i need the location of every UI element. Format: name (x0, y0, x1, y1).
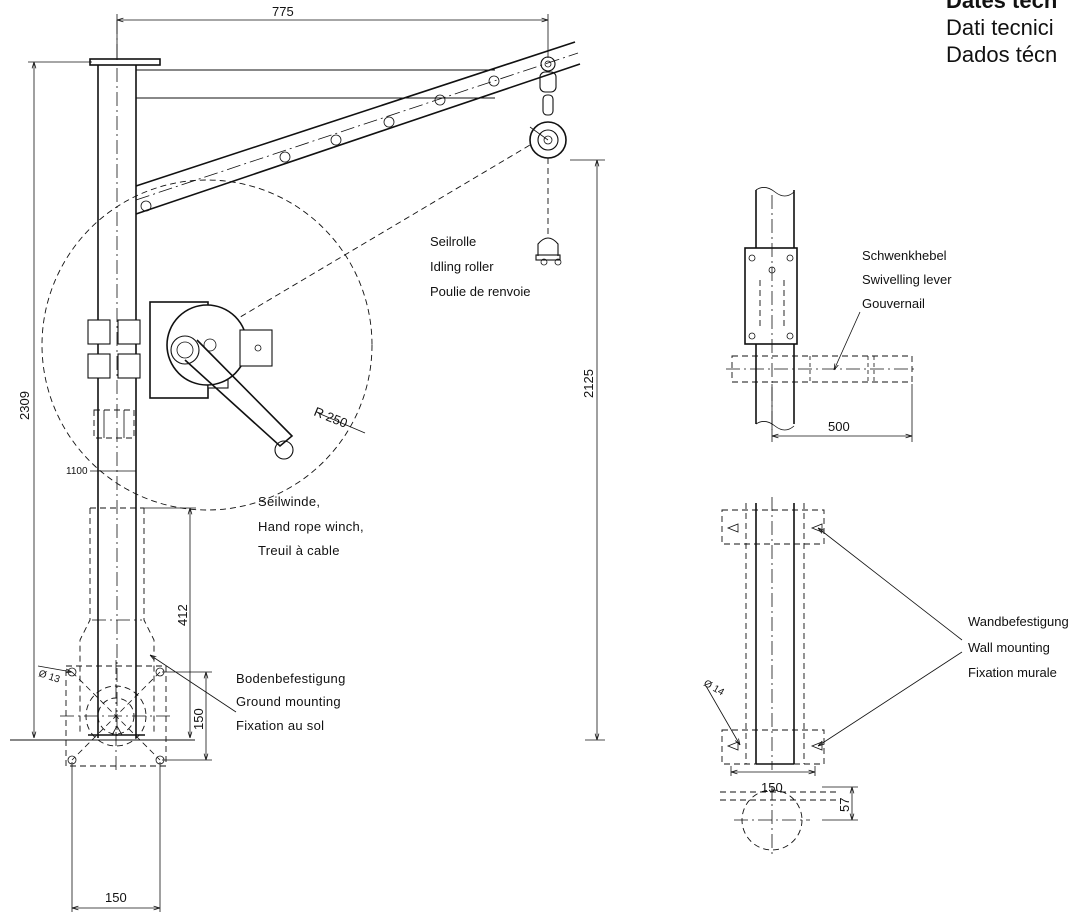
leader-wall-mounting-upper (818, 528, 963, 641)
leader-wall-mounting-lower (818, 651, 963, 746)
wall-mounting-detail: Ø 14 150 Wandbefestigung Wall mounting F… (702, 497, 1069, 795)
boom-upper-edge (135, 41, 576, 187)
svg-text:Wall mounting: Wall mounting (968, 640, 1050, 655)
label-hand-winch: Seilwinde, Hand rope winch, Treuil à cab… (258, 494, 364, 558)
svg-text:Treuil à cable: Treuil à cable (258, 543, 340, 558)
dim-winch-radius: R 250 (312, 404, 350, 431)
label-ground-mounting: Bodenbefestigung Ground mounting Fixatio… (236, 671, 346, 733)
leader-swivelling-lever (834, 311, 861, 370)
svg-text:Schwenkhebel: Schwenkhebel (862, 248, 947, 263)
svg-text:Ground mounting: Ground mounting (236, 694, 341, 709)
title-de: Dates tecn (946, 0, 1058, 13)
dim-wall-hole: Ø 14 (702, 678, 727, 699)
label-idling-roller: Seilrolle Idling roller Poulie de renvoi… (430, 234, 530, 299)
label-wall-mounting: Wandbefestigung Wall mounting Fixation m… (968, 614, 1069, 680)
svg-text:Seilwinde,: Seilwinde, (258, 494, 320, 509)
base-plate-plan: Ø 13 150 150 (37, 660, 212, 912)
top-plate (89, 58, 161, 66)
title-block: Dates tecn Dati tecnici Dados técn (946, 0, 1088, 68)
dim-base-width: 150 (105, 890, 127, 905)
wall-bracket-upper (721, 509, 825, 545)
dim-ground-mount-height: 412 (175, 604, 190, 626)
svg-text:Idling roller: Idling roller (430, 259, 494, 274)
title-pt: Dados técn (946, 42, 1058, 67)
main-elevation-view: 775 2309 2125 R 250 1100 412 Seilrolle I… (10, 4, 605, 741)
dim-winch-mount-height: 1100 (66, 466, 88, 477)
boom-centerline (135, 52, 579, 201)
rope-line (214, 144, 531, 333)
leader-ground-mounting (150, 655, 237, 713)
dim-base-depth: 150 (191, 708, 206, 730)
dim-lever-length: 500 (828, 419, 850, 434)
ground-sleeve (79, 507, 155, 735)
svg-text:Gouvernail: Gouvernail (862, 296, 925, 311)
foot-mark (111, 725, 123, 736)
wall-column (755, 503, 795, 765)
svg-text:Hand rope winch,: Hand rope winch, (258, 519, 364, 534)
svg-text:Poulie de renvoie: Poulie de renvoie (430, 284, 530, 299)
svg-text:Bodenbefestigung: Bodenbefestigung (236, 671, 346, 686)
hand-winch (87, 301, 294, 460)
dim-total-height: 2309 (17, 391, 32, 420)
roller-hook-assembly (529, 56, 567, 266)
dim-wall-offset: 57 (837, 798, 852, 812)
dim-hook-height: 2125 (581, 369, 596, 398)
svg-text:Fixation murale: Fixation murale (968, 665, 1057, 680)
wall-offset-plan: 57 (720, 786, 858, 856)
wall-bracket-lower (721, 729, 825, 765)
lever-bolts (748, 254, 794, 340)
wall-bracket-bolts (726, 523, 823, 751)
label-swivelling-lever: Schwenkhebel Swivelling lever Gouvernail (862, 248, 952, 311)
lever-clamp (744, 247, 798, 345)
boom-lower-edge (135, 63, 581, 215)
boom-holes (140, 75, 500, 212)
svg-text:Fixation au sol: Fixation au sol (236, 718, 324, 733)
swivelling-lever-detail: 500 Schwenkhebel Swivelling lever Gouver… (726, 187, 952, 442)
winch-radius-circle (41, 179, 373, 511)
svg-text:Seilrolle: Seilrolle (430, 234, 476, 249)
boom-support (136, 69, 495, 99)
dim-boom-reach: 775 (272, 4, 294, 19)
svg-text:Swivelling lever: Swivelling lever (862, 272, 952, 287)
dim-base-hole: Ø 13 (37, 668, 61, 685)
title-it: Dati tecnici (946, 15, 1054, 40)
svg-text:Wandbefestigung: Wandbefestigung (968, 614, 1069, 629)
